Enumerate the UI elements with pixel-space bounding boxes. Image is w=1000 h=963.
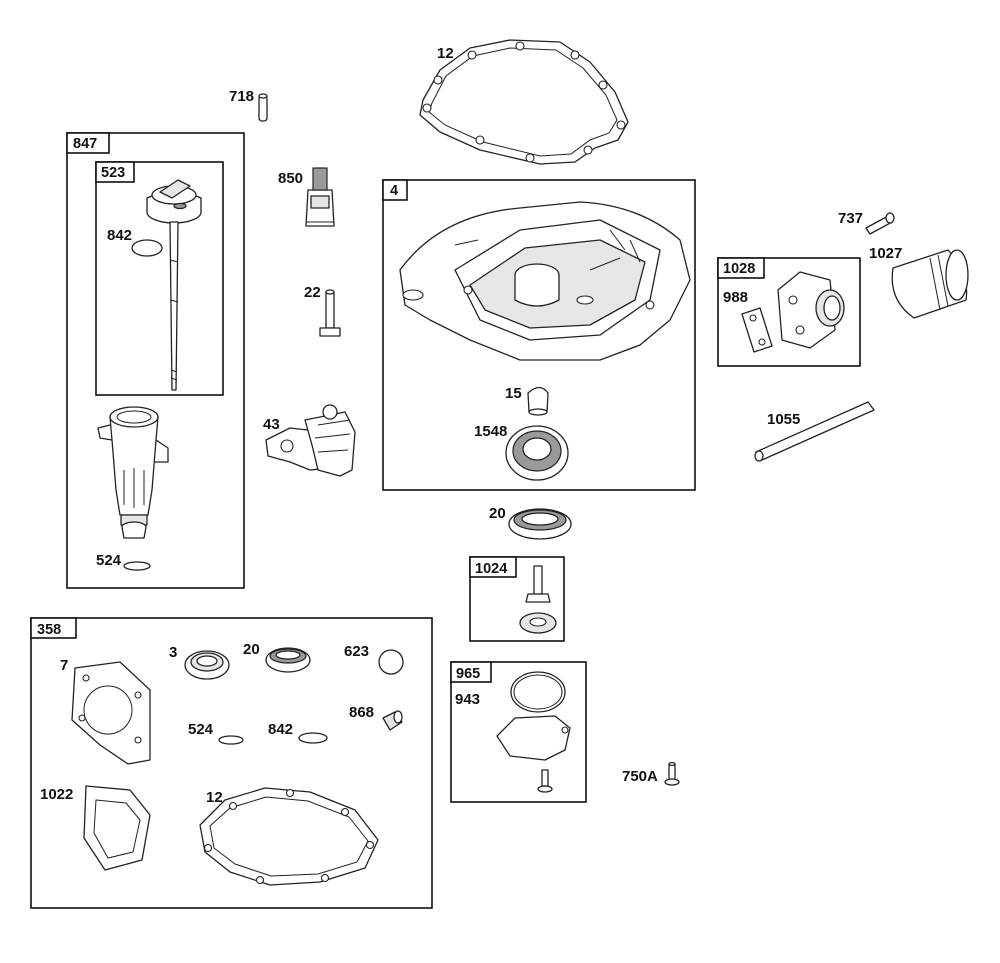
bolt-737-drawing bbox=[865, 212, 895, 235]
label-1028: 1028 bbox=[723, 261, 755, 277]
label-718: 718 bbox=[229, 88, 254, 105]
gasket-12-kit-drawing bbox=[199, 787, 379, 886]
oil-pump-1024-drawing bbox=[519, 565, 557, 634]
label-943: 943 bbox=[455, 691, 480, 708]
plug-868-drawing bbox=[382, 710, 403, 731]
tube-1055-drawing bbox=[754, 401, 875, 462]
gasket-1022-drawing bbox=[83, 785, 151, 871]
label-1548: 1548 bbox=[474, 423, 507, 440]
gasket-988-drawing bbox=[741, 307, 773, 353]
seal-20-drawing bbox=[508, 508, 572, 540]
bolt-22-drawing bbox=[319, 289, 341, 337]
bearing-1548-drawing bbox=[505, 425, 569, 481]
label-623: 623 bbox=[344, 643, 369, 660]
gasket-7-drawing bbox=[71, 661, 151, 765]
fill-tube-847-drawing bbox=[97, 406, 169, 539]
label-22: 22 bbox=[304, 284, 321, 301]
sealant-tube-850-drawing bbox=[305, 167, 335, 227]
kit-box-847: 847 bbox=[66, 132, 245, 589]
label-524-kit: 524 bbox=[188, 721, 214, 738]
sump-4-drawing bbox=[399, 201, 691, 361]
kit-box-4: 4 bbox=[382, 179, 696, 491]
ring-623-drawing bbox=[378, 649, 404, 675]
label-7: 7 bbox=[60, 657, 68, 674]
label-3: 3 bbox=[169, 644, 177, 661]
kit-box-965: 965 bbox=[450, 661, 587, 803]
bolt-750A-drawing bbox=[664, 761, 680, 786]
oring-524-tube-drawing bbox=[123, 561, 151, 571]
label-850: 850 bbox=[278, 170, 303, 187]
governor-43-drawing bbox=[265, 404, 356, 477]
label-12-top: 12 bbox=[437, 45, 454, 62]
label-988: 988 bbox=[723, 289, 748, 306]
label-750A: 750A bbox=[622, 768, 658, 785]
sump-gasket-12-top-drawing bbox=[419, 39, 629, 165]
oil-filter-1027-drawing bbox=[891, 249, 969, 319]
label-20-kit: 20 bbox=[243, 641, 260, 658]
label-358: 358 bbox=[37, 622, 61, 638]
label-868: 868 bbox=[349, 704, 374, 721]
label-1027: 1027 bbox=[869, 245, 902, 262]
oring-842-dipstick-drawing bbox=[131, 239, 163, 257]
kit-box-1024: 1024 bbox=[469, 556, 565, 642]
kit-box-1028: 1028 bbox=[717, 257, 861, 367]
kit-box-358: 358 bbox=[30, 617, 433, 909]
dipstick-523-drawing bbox=[146, 179, 202, 391]
oring-943-drawing bbox=[510, 671, 566, 713]
label-842-dipstick: 842 bbox=[107, 227, 132, 244]
adapter-1028-drawing bbox=[777, 271, 845, 349]
oring-842-kit-drawing bbox=[298, 732, 328, 744]
label-12-kit: 12 bbox=[206, 789, 223, 806]
seal-3-drawing bbox=[184, 650, 230, 680]
cap-15-drawing bbox=[527, 386, 549, 416]
oring-524-kit-drawing bbox=[218, 735, 244, 745]
label-20-seal: 20 bbox=[489, 505, 506, 522]
seal-20-kit-drawing bbox=[265, 647, 311, 673]
label-15: 15 bbox=[505, 385, 522, 402]
label-4: 4 bbox=[390, 183, 398, 199]
label-965: 965 bbox=[456, 666, 480, 682]
label-1055: 1055 bbox=[767, 411, 800, 428]
pin-718-drawing bbox=[258, 93, 268, 122]
cover-965-drawing bbox=[496, 715, 571, 793]
label-1022: 1022 bbox=[40, 786, 73, 803]
kit-box-523: 523 bbox=[95, 161, 224, 396]
label-523: 523 bbox=[101, 165, 125, 181]
label-43: 43 bbox=[263, 416, 280, 433]
label-524-tube: 524 bbox=[96, 552, 122, 569]
label-842-kit: 842 bbox=[268, 721, 293, 738]
label-737: 737 bbox=[838, 210, 863, 227]
label-1024: 1024 bbox=[475, 561, 507, 577]
label-847: 847 bbox=[73, 136, 97, 152]
